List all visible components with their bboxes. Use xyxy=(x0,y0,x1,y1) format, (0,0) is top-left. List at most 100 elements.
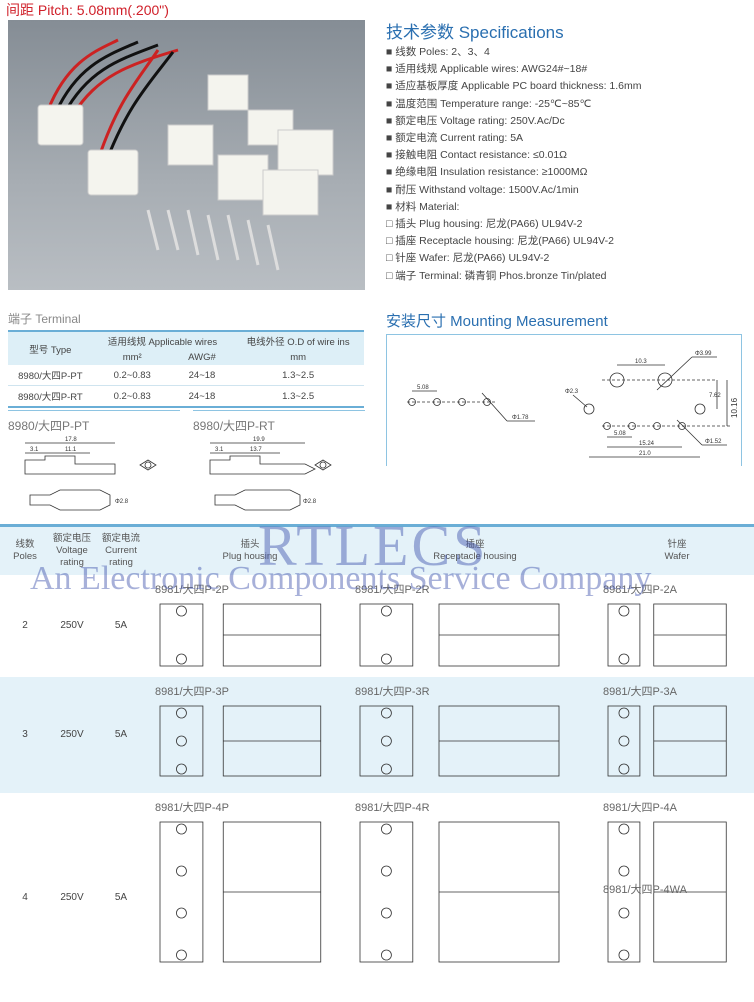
model-plug: 8981/大四P-2P xyxy=(155,584,229,596)
product-photo xyxy=(8,20,365,290)
cell-poles: 4 xyxy=(22,891,28,903)
plug-drawing xyxy=(159,603,322,667)
spec-item: ■ 适用线规 Applicable wires: AWG24#~18# xyxy=(386,63,588,76)
spec-item: ■ 温度范围 Temperature range: -25℃~85℃ xyxy=(386,97,592,110)
spec-item: □ 插头 Plug housing: 尼龙(PA66) UL94V-2 xyxy=(386,218,583,231)
col-od: 电线外径 O.D of wire ins xyxy=(232,330,364,350)
dim: 5.08 xyxy=(417,385,429,391)
wafer-drawing xyxy=(607,705,727,777)
spec-item: ■ 额定电压 Voltage rating: 250V.Ac/Dc xyxy=(386,114,565,127)
header-wafer: 针座 Wafer xyxy=(664,539,690,562)
header-receptacle: 插座 Receptacle housing xyxy=(433,539,517,562)
dim: 21.0 xyxy=(639,451,651,457)
spec-item: ■ 材料 Material: xyxy=(386,200,460,213)
product-row: 4 250V 5A 8981/大四P-4P 8981/大四P-4R 8981/大四P-4A… xyxy=(0,793,754,1002)
dim: Φ1.52 xyxy=(705,439,722,445)
cell-awg: 24~18 xyxy=(171,385,233,408)
dim: 10.16 xyxy=(730,397,739,418)
product-row: 3 250V 5A 8981/大四P-3P 8981/大四P-3R 8981/大四P-3A xyxy=(0,677,754,793)
spec-item: ■ 绝缘电阻 Insulation resistance: ≥1000MΩ xyxy=(386,166,588,179)
products-table: 线数 Poles 额定电压 Voltage rating 额定电流 Curren… xyxy=(0,524,754,1002)
receptacle-drawing xyxy=(359,821,560,963)
dim: 17.8 xyxy=(65,437,77,443)
col-wires: 适用线规 Applicable wires xyxy=(92,330,233,350)
header-current: 额定电流 Current rating xyxy=(101,533,140,568)
receptacle-drawing xyxy=(359,705,560,777)
cell-od: 1.3~2.5 xyxy=(232,385,364,408)
cell-current: 5A xyxy=(114,891,128,903)
dim: Φ3.99 xyxy=(695,351,712,357)
mounting-title: 安装尺寸 Mounting Measurement xyxy=(386,313,608,330)
dim: Φ2.8 xyxy=(303,499,317,505)
model-wafer: 8981/大四P-3A xyxy=(603,686,677,698)
cell-poles: 2 xyxy=(22,620,28,631)
spec-item: ■ 适应基板厚度 Applicable PC board thickness: … xyxy=(386,80,642,93)
watermark-tagline: An Electronic Components Service Company xyxy=(30,560,652,597)
plug-drawing xyxy=(159,705,322,777)
product-row: 2 250V 5A 8981/大四P-2P 8981/大四P-2R 8981/大四P-2A xyxy=(0,575,754,677)
col-mm: mm xyxy=(232,350,364,365)
terminal-rt-label: 8980/大四P-RT xyxy=(193,419,275,433)
spec-item: ■ 线数 Poles: 2、3、4 xyxy=(386,46,490,58)
dim: Φ2.3 xyxy=(565,389,579,395)
header-poles: 线数 Poles xyxy=(13,539,37,562)
wafer-drawing xyxy=(607,603,727,667)
cell-awg: 24~18 xyxy=(171,365,233,386)
spec-item: ■ 接触电阻 Contact resistance: ≤0.01Ω xyxy=(386,149,568,162)
terminal-title: 端子 Terminal xyxy=(8,312,81,326)
specifications-title: 技术参数 Specifications xyxy=(386,23,564,42)
wafer-drawing xyxy=(607,821,727,963)
dim: 19.9 xyxy=(253,437,265,443)
cell-mm2: 0.2~0.83 xyxy=(92,385,172,408)
model-wafer: 8981/大四P-4A xyxy=(603,802,677,814)
specifications-list: ■ 线数 Poles: 2、3、4 ■ 适用线规 Applicable wires… xyxy=(386,44,642,285)
dim: 11.1 xyxy=(65,447,77,453)
cell-poles: 3 xyxy=(22,729,28,740)
model-plug: 8981/大四P-4P xyxy=(155,802,229,814)
connector-photo-illustration xyxy=(37,38,334,271)
cell-voltage: 250V xyxy=(60,891,84,903)
cell-current: 5A xyxy=(114,620,128,631)
header-plug: 插头 Plug housing xyxy=(222,539,278,562)
divider xyxy=(8,410,180,411)
spec-item: ■ 额定电流 Current rating: 5A xyxy=(386,132,524,145)
mounting-drawing-box: 5.08 Φ1.78 Φ3.99 10.3 Φ2.3 7.62 10.16 5.… xyxy=(386,334,742,466)
cell-type: 8980/大四P-RT xyxy=(8,385,93,408)
dim: 13.7 xyxy=(250,447,262,453)
pitch-title: 间距 Pitch: 5.08mm(.200") xyxy=(6,2,169,18)
cell-mm2: 0.2~0.83 xyxy=(92,365,172,386)
col-mm2: mm² xyxy=(92,350,172,365)
dim: 5.08 xyxy=(614,431,626,437)
model-receptacle: 8981/大四P-2R xyxy=(355,584,430,596)
header-voltage: 额定电压 Voltage rating xyxy=(52,533,91,568)
cell-voltage: 250V xyxy=(60,729,84,740)
products-header: 线数 Poles 额定电压 Voltage rating 额定电流 Curren… xyxy=(0,527,754,575)
model-receptacle: 8981/大四P-4R xyxy=(355,802,430,814)
receptacle-drawing xyxy=(359,603,560,667)
dim: Φ2.8 xyxy=(115,499,129,505)
mounting-drawing: 5.08 Φ1.78 Φ3.99 10.3 Φ2.3 7.62 10.16 5.… xyxy=(407,351,739,458)
spec-item: □ 针座 Wafer: 尼龙(PA66) UL94V-2 xyxy=(386,252,550,265)
spec-item: □ 插座 Receptacle housing: 尼龙(PA66) UL94V-… xyxy=(386,235,614,248)
spec-item: ■ 耐压 Withstand voltage: 1500V.Ac/1min xyxy=(386,183,579,196)
cell-type: 8980/大四P-PT xyxy=(8,365,93,386)
model-wafer: 8981/大四P-2A xyxy=(603,584,677,596)
terminal-pt-label: 8980/大四P-PT xyxy=(8,419,90,433)
spec-item: □ 端子 Terminal: 磷青铜 Phos.bronze Tin/plate… xyxy=(386,269,607,282)
cell-voltage: 250V xyxy=(60,620,84,631)
watermark-brand: RTLECS xyxy=(258,513,489,578)
model-wafer-alt: 8981/大四P-4WA xyxy=(603,884,687,896)
model-plug: 8981/大四P-3P xyxy=(155,686,229,698)
plug-drawing xyxy=(159,821,322,963)
model-receptacle: 8981/大四P-3R xyxy=(355,686,430,698)
cell-od: 1.3~2.5 xyxy=(232,365,364,386)
cell-current: 5A xyxy=(114,729,128,740)
divider xyxy=(193,410,365,411)
col-type: 型号 Type xyxy=(8,330,93,365)
dim: Φ1.78 xyxy=(512,415,529,421)
dim: 7.62 xyxy=(709,393,721,399)
